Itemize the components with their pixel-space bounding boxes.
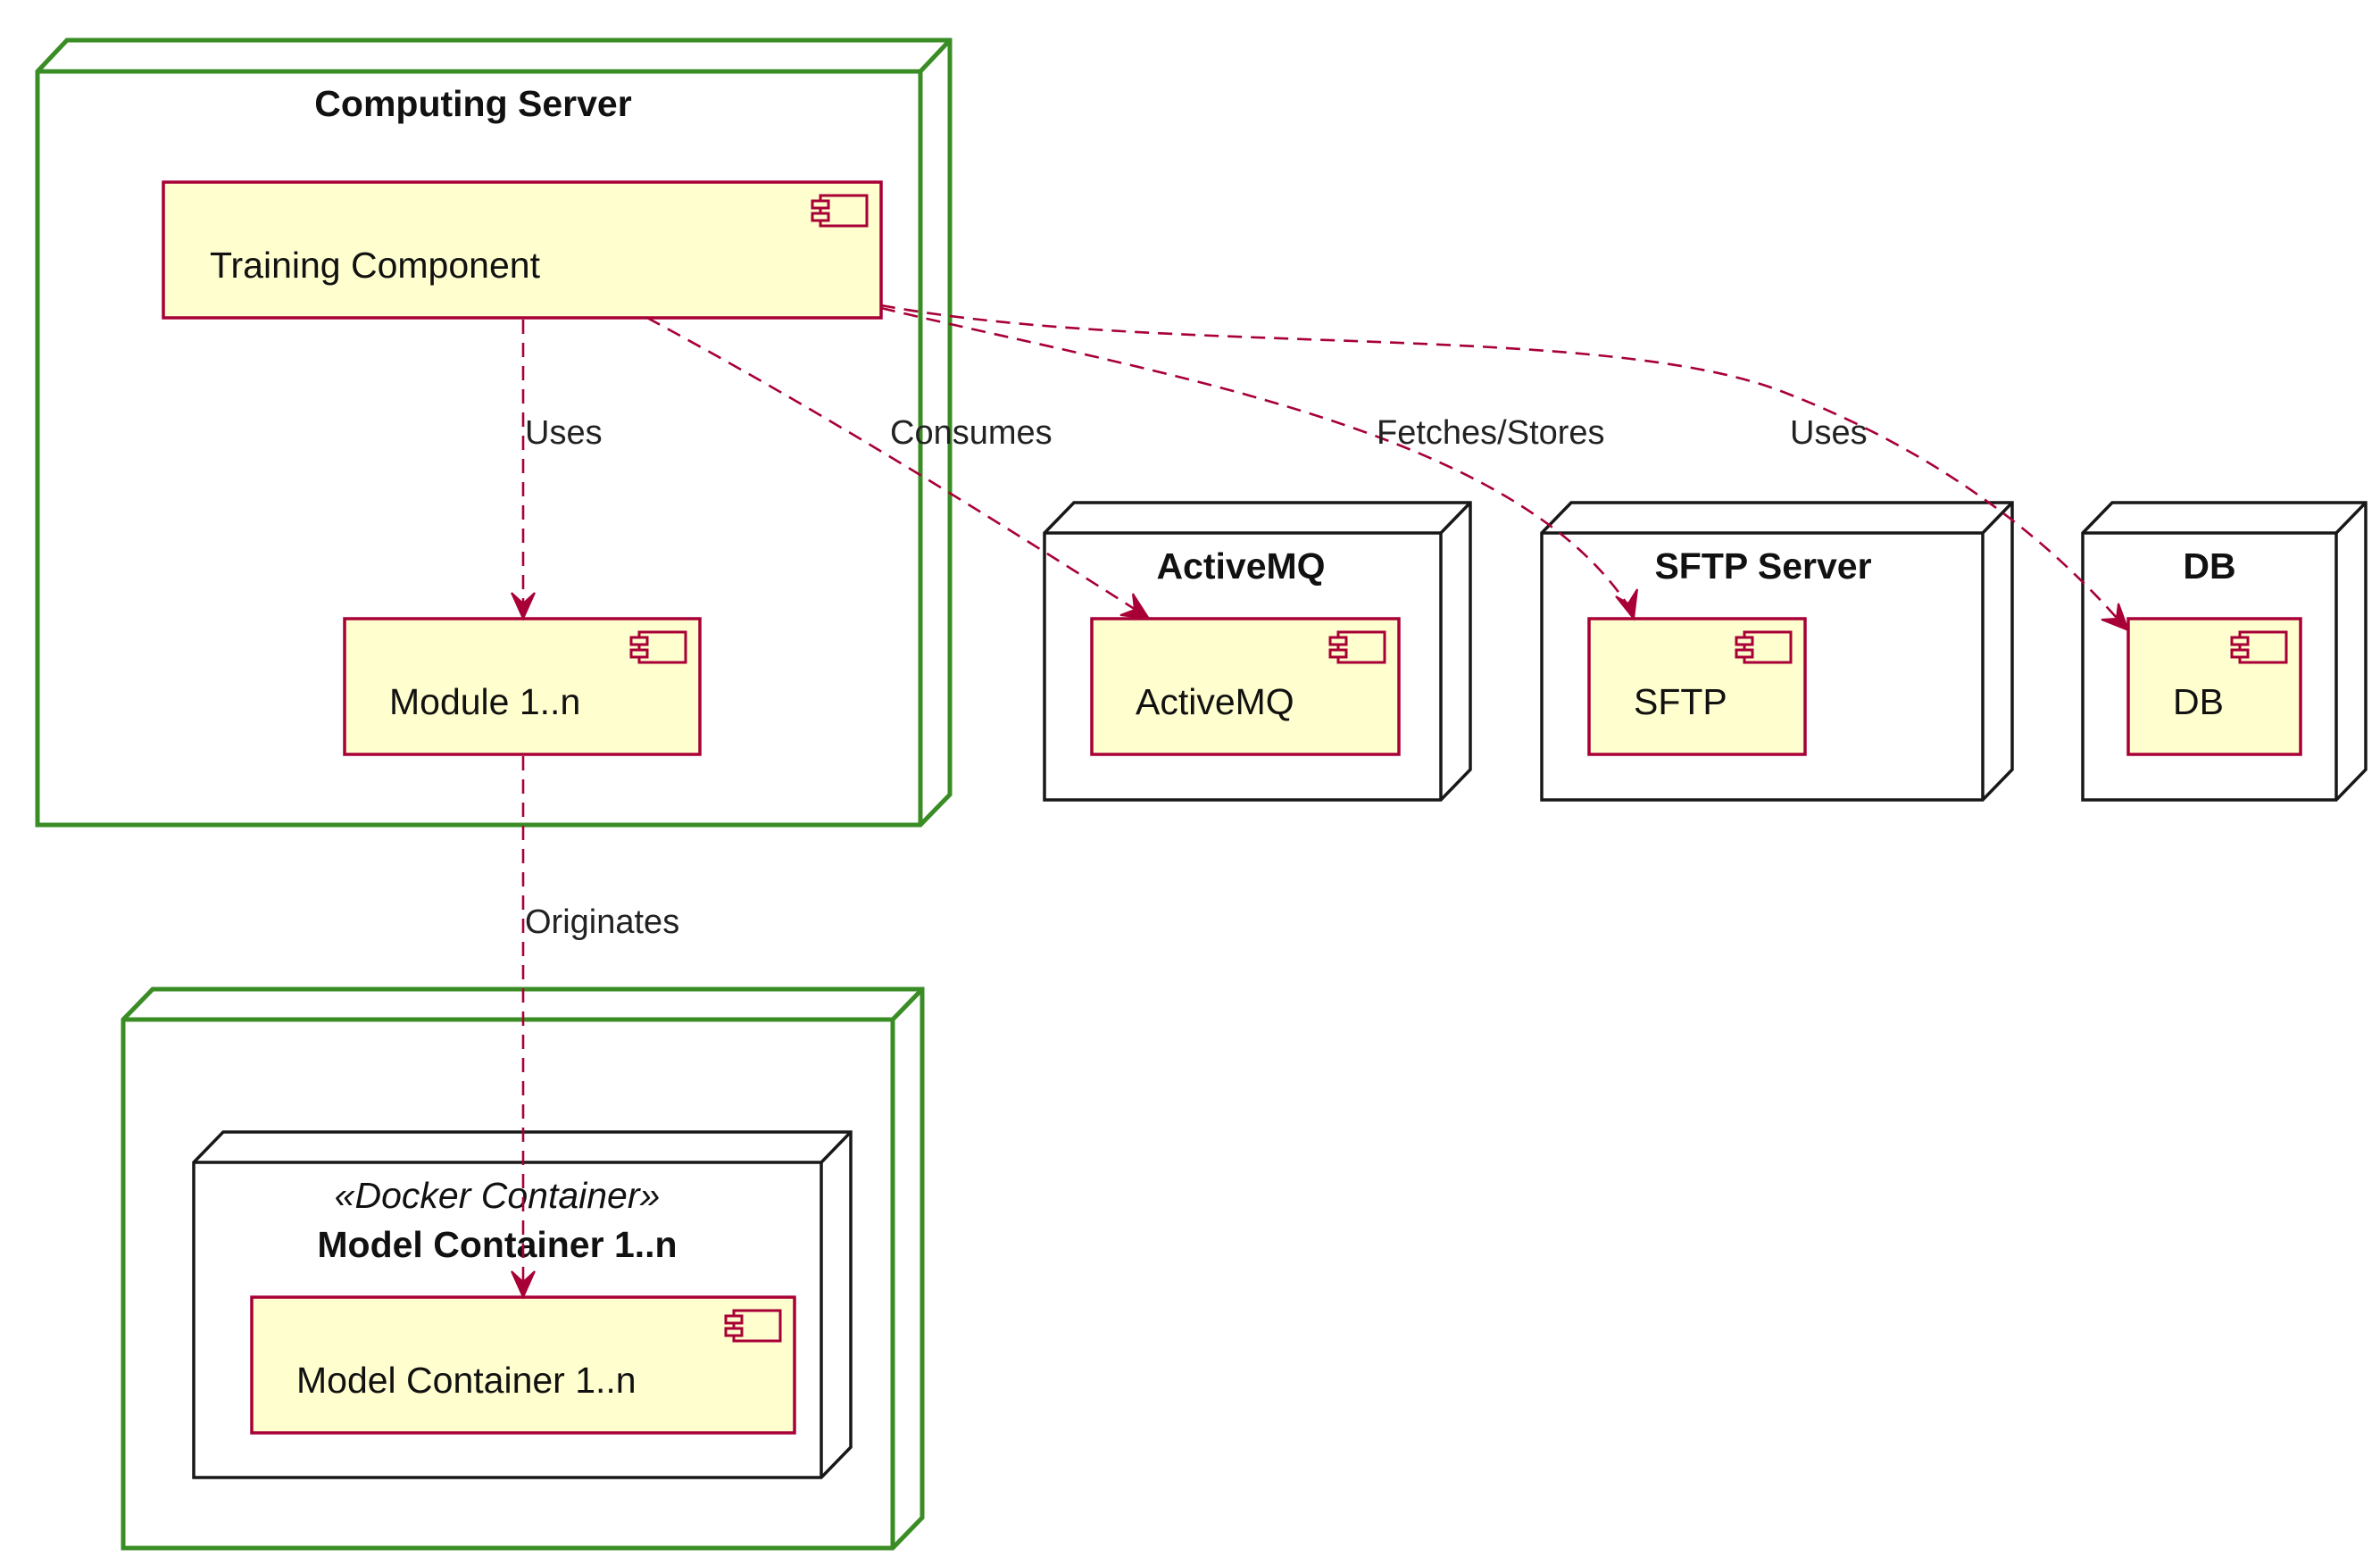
edge-consumes-label: Consumes	[890, 414, 1053, 452]
node-db-label: DB	[2183, 545, 2235, 587]
node-activemq-label: ActiveMQ	[1156, 545, 1325, 587]
component-sftp-label: SFTP	[1634, 681, 1727, 722]
edge-uses-db: Uses	[880, 304, 2130, 632]
edge-originates: Originates	[511, 756, 679, 1300]
edge-uses-module-label: Uses	[525, 414, 603, 452]
edge-fetches-stores: Fetches/Stores	[880, 306, 1638, 621]
edge-uses-db-label: Uses	[1790, 414, 1868, 452]
component-module[interactable]: Module 1..n	[343, 617, 702, 756]
node-sftp-server-label: SFTP Server	[1654, 545, 1871, 587]
uml-component-icon	[1328, 630, 1386, 664]
docker-stereotype-label: «Docker Container»	[335, 1175, 661, 1216]
edge-consumes: Consumes	[646, 316, 1151, 620]
component-sftp[interactable]: SFTP	[1587, 617, 1807, 756]
component-db-label: DB	[2173, 681, 2224, 722]
component-training-label: Training Component	[210, 245, 541, 286]
edge-originates-label: Originates	[525, 903, 679, 941]
node-computing-server-label: Computing Server	[314, 83, 631, 124]
edge-uses-module: Uses	[511, 320, 603, 621]
component-model-container[interactable]: Model Container 1..n	[250, 1295, 796, 1435]
uml-component-icon	[1735, 630, 1793, 664]
component-db[interactable]: DB	[2126, 617, 2302, 756]
component-module-label: Module 1..n	[389, 681, 580, 722]
uml-component-icon	[811, 194, 869, 228]
component-activemq[interactable]: ActiveMQ	[1090, 617, 1401, 756]
uml-component-icon	[2230, 630, 2288, 664]
uml-component-icon	[724, 1309, 782, 1343]
component-training[interactable]: Training Component	[162, 180, 883, 320]
edge-fetches-stores-label: Fetches/Stores	[1377, 414, 1605, 452]
component-model-container-label: Model Container 1..n	[296, 1360, 637, 1401]
node-model-container-label: Model Container 1..n	[317, 1224, 677, 1265]
uml-component-icon	[629, 630, 687, 664]
component-activemq-label: ActiveMQ	[1136, 681, 1294, 722]
